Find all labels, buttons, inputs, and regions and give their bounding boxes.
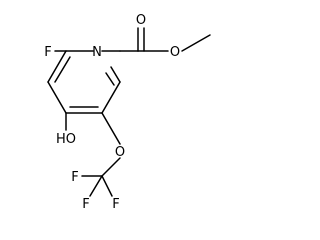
bond-ccf3-fc	[101, 175, 113, 197]
bond-c5-c6	[47, 50, 67, 83]
molecule-structure: N F O O HO O F F F	[44, 13, 211, 212]
atom-f-ring: F	[44, 45, 51, 60]
bond-ccf3-fa	[89, 175, 103, 197]
bond-c3-oether	[101, 112, 121, 145]
atom-o-hydroxyl: HO	[56, 132, 76, 147]
atom-n-ring: N	[92, 45, 102, 60]
atom-labels: N F O O HO O F F F	[44, 13, 180, 212]
bonds	[47, 27, 211, 197]
atom-o-carbonyl: O	[136, 13, 146, 28]
atom-o-ester: O	[170, 45, 180, 60]
atom-o-ether: O	[115, 145, 125, 160]
bond-oether-ccf3	[101, 157, 121, 177]
bond-c2-c3	[101, 81, 121, 114]
bond-oester-methyl	[181, 34, 211, 52]
atom-f-cf3-b: F	[71, 170, 78, 185]
bond-c4-c5	[47, 81, 67, 114]
atom-f-cf3-a: F	[82, 197, 89, 212]
bond-c5-c6-inner	[54, 56, 71, 83]
bond-n-c2	[110, 66, 121, 83]
bond-n-c2-inner	[105, 72, 115, 86]
atom-f-cf3-c: F	[112, 197, 119, 212]
